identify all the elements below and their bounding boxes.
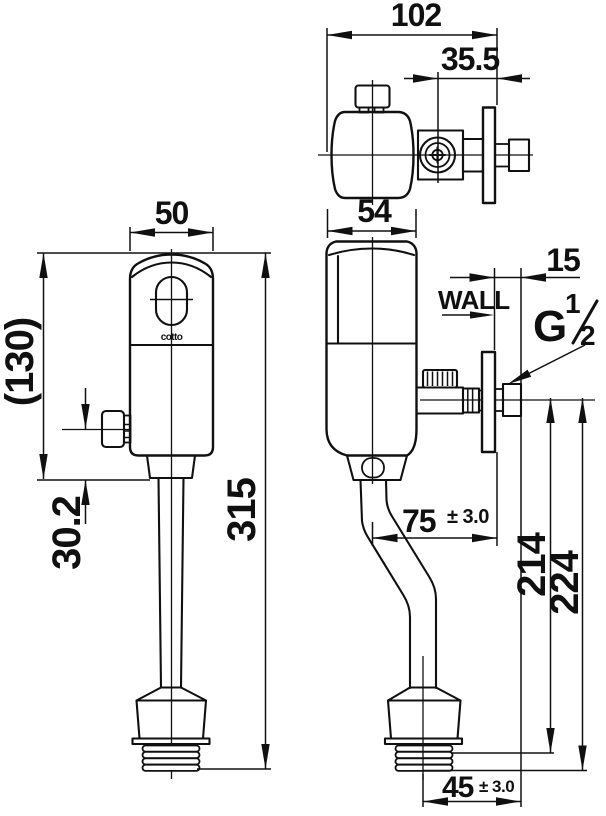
dim-stop-to-wall-label: 35.5: [441, 41, 499, 77]
dim-inlet-to-outlet-end-label: 224: [543, 549, 587, 614]
dim-stop-drop: 30.2: [37, 388, 150, 570]
side-spud-body: [386, 699, 462, 740]
dim-body-to-wall-tolerance: ± 3.0: [447, 506, 489, 528]
side-outlet-detail: [361, 457, 385, 479]
sensor-window: [154, 275, 189, 327]
dim-overall-depth-label: 102: [391, 0, 442, 33]
side-spud-flare: [386, 686, 462, 702]
dim-outlet-to-wall: 45 ± 3.0: [422, 771, 521, 807]
dim-wall-inset: 15: [450, 242, 581, 807]
front-body-top-inner-arc: [130, 261, 213, 279]
front-stop-rib-lines: [124, 423, 131, 439]
dim-stop-drop-label: 30.2: [45, 496, 89, 570]
side-view: [325, 237, 595, 780]
dim-overall-height-label: 315: [220, 477, 264, 541]
thread-prefix-label: G: [533, 302, 567, 351]
front-spud-threads: [141, 744, 201, 772]
thread-numerator-label: 1: [565, 288, 581, 319]
dim-overall-depth: 102: [326, 0, 498, 152]
dim-body-to-wall: 75 ± 3.0: [371, 452, 498, 546]
dim-front-width-label: 50: [155, 195, 189, 231]
front-spud-lip: [131, 737, 211, 746]
side-inlet-thread: [461, 387, 481, 414]
side-stop-knurl: [421, 368, 459, 389]
dim-inlet-to-outlet-end: 224: [423, 398, 587, 772]
dim-body-to-wall-label: 75: [402, 503, 436, 539]
side-offset-pipe-left: [359, 478, 412, 690]
dim-sensor-height-label: (130): [0, 318, 42, 406]
dimension-annotations: 50 (130) 30.2 315 102: [0, 0, 599, 807]
brand-logo: cotto: [161, 332, 183, 343]
front-body-outline: [128, 253, 215, 457]
side-offset-pipe-right: [384, 478, 438, 690]
dim-overall-height: 315: [197, 253, 271, 770]
dim-inlet-to-spud-label: 214: [510, 531, 554, 596]
front-outlet-neck: [145, 454, 197, 480]
dim-wall-inset-label: 15: [546, 242, 580, 278]
top-escutcheon-plate: [481, 106, 497, 205]
dim-front-width: 50: [129, 195, 214, 251]
dim-outlet-to-wall-label: 45: [442, 771, 474, 804]
dim-sensor-height: (130): [0, 253, 48, 479]
side-body-top-inner-arc: [327, 247, 416, 257]
wall-label: WALL: [438, 285, 510, 315]
front-view: cotto: [62, 249, 215, 779]
dim-side-width: 54: [326, 193, 417, 238]
thread-denominator-label: 2: [580, 320, 596, 351]
top-wall-nut: [507, 138, 531, 173]
top-view: [318, 80, 533, 205]
top-sensor-cap: [354, 84, 391, 109]
front-spud-body: [135, 699, 208, 740]
side-inlet-thread-lines: [467, 389, 474, 412]
side-stop-knurl-lines: [426, 371, 454, 386]
side-escutcheon-plate: [480, 350, 497, 454]
top-cap-rib-right: [373, 106, 385, 114]
front-outlet-pipe: [157, 476, 185, 689]
thread-fraction-slash: [571, 299, 599, 345]
dim-stop-to-wall: 35.5: [404, 41, 530, 183]
dim-outlet-to-wall-tolerance: ± 3.0: [479, 777, 514, 796]
top-body-outline: [330, 110, 415, 200]
side-outlet-mouth: [345, 454, 409, 482]
top-cap-rib-left: [358, 106, 370, 114]
side-spud-threads: [394, 744, 454, 772]
dim-inlet-to-spud: 214: [452, 398, 555, 754]
wall-callout: WALL: [438, 285, 511, 319]
side-body-outline: [325, 240, 418, 457]
thread-callout: G 1 2: [508, 288, 599, 384]
dim-side-width-label: 54: [357, 193, 392, 229]
